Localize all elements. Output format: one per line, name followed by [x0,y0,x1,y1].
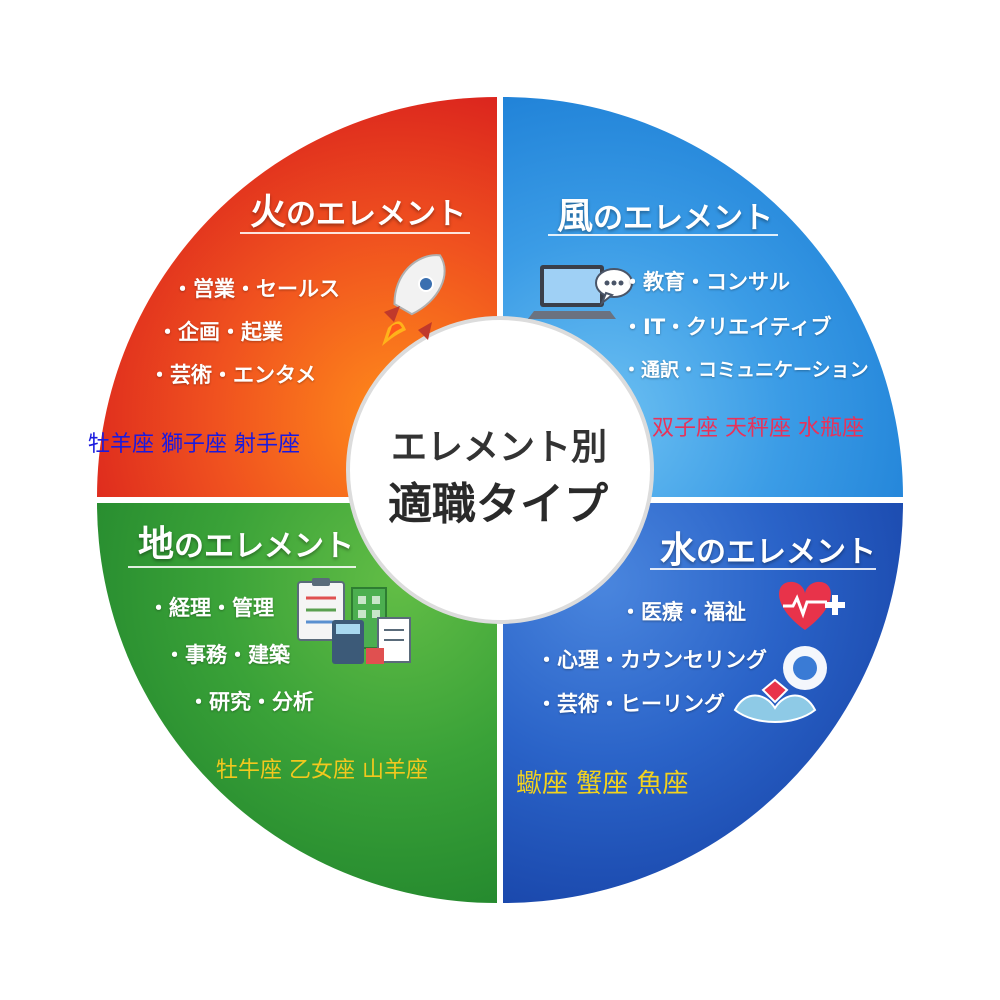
fire-title-divider [240,232,470,234]
center-title-line1: エレメント別 [391,427,608,468]
laptop-chat-icon [528,265,633,319]
fire-title: 火のエレメント [250,183,466,235]
fire-item-3: ・芸術・エンタメ [149,363,317,387]
earth-title-char: 地 [138,524,175,565]
fire-signs: 牡羊座 獅子座 射手座 [88,432,300,457]
water-item-2: ・心理・カウンセリング [536,648,767,672]
air-item-1: ・教育・コンサル [622,270,790,294]
earth-title-rest: のエレメント [174,529,355,564]
water-title-rest: のエレメント [696,535,877,570]
earth-title-divider [128,566,356,568]
fire-item-2: ・企画・起業 [157,320,283,344]
fire-title-rest: のエレメント [286,197,467,232]
air-title-divider [548,234,778,236]
air-signs: 双子座 天秤座 水瓶座 [652,416,864,441]
rocket-icon [382,254,446,346]
air-title: 風のエレメント [557,187,773,239]
air-item-2: ・IT・クリエイティブ [622,315,832,339]
heart-mind-lotus-icon [733,581,845,723]
center-title-line2: 適職タイプ [388,479,608,530]
water-title-char: 水 [660,530,697,571]
water-title: 水のエレメント [660,521,876,573]
fire-title-char: 火 [250,192,287,233]
air-title-rest: のエレメント [593,201,774,236]
earth-item-3: ・研究・分析 [188,690,314,714]
water-signs: 蠍座 蟹座 魚座 [516,769,689,799]
earth-item-1: ・経理・管理 [148,596,274,620]
fire-item-1: ・営業・セールス [172,277,340,301]
center-circle [346,316,654,624]
office-documents-icon [297,578,411,664]
earth-quadrant [97,503,497,903]
air-title-char: 風 [557,196,594,237]
earth-item-2: ・事務・建築 [164,643,290,667]
earth-signs: 牡牛座 乙女座 山羊座 [216,758,428,783]
air-item-3: ・通訳・コミュニケーション [622,359,869,381]
earth-title: 地のエレメント [138,515,354,567]
water-title-divider [650,568,876,570]
water-item-3: ・芸術・ヒーリング [536,692,725,716]
water-item-1: ・医療・福祉 [620,600,746,624]
